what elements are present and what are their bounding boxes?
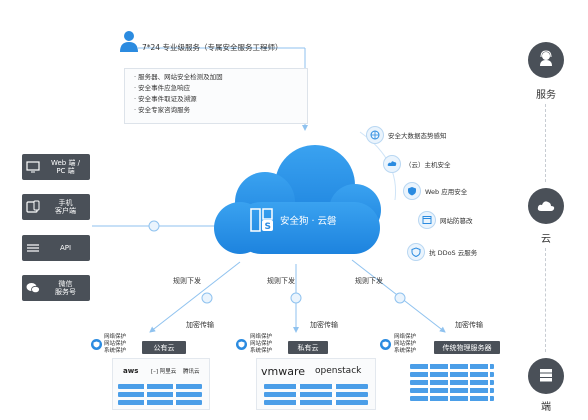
- server-row: [118, 384, 202, 389]
- feature-item: 抗 DDoS 云服务: [407, 243, 477, 261]
- list-item: · 安全专家咨询服务: [134, 106, 191, 114]
- brand-logo-icon: S: [250, 208, 274, 236]
- openstack-logo: openstack: [315, 366, 362, 376]
- side-label-end: 端: [541, 402, 551, 413]
- protection-list: 网络保护 网站保护 系统保护: [104, 334, 127, 354]
- service-list: · 服务器、网站安全检测及加固 · 安全事件应急响应 · 安全事件取证及溯源 ·…: [124, 68, 308, 124]
- phone-icon: [22, 200, 44, 214]
- divider: [545, 248, 547, 352]
- feature-item: （云）主机安全: [383, 155, 451, 173]
- vmware-logo: vmware: [261, 365, 306, 378]
- client-api: API: [22, 235, 90, 261]
- ddos-shield-icon: [407, 243, 425, 261]
- client-mobile: 手机 客户端: [22, 194, 90, 220]
- deploy-tag-private-cloud: 私有云: [288, 341, 328, 354]
- server-row: [264, 384, 368, 389]
- arrow-label: 加密传输: [455, 321, 483, 329]
- server-row: [264, 392, 368, 397]
- browser-lock-icon: [418, 211, 436, 229]
- client-web-pc: Web 端 / PC 端: [22, 154, 90, 180]
- web-shield-icon: [403, 182, 421, 200]
- server-row: [118, 392, 202, 397]
- cloud-icon: [537, 197, 555, 216]
- server-icon: [539, 367, 553, 386]
- divider: [545, 104, 547, 182]
- aws-logo: aws: [123, 367, 139, 375]
- arrow-label: 规则下发: [173, 277, 201, 285]
- protection-shield-icon: [236, 339, 247, 350]
- arrow-label: 规则下发: [267, 277, 295, 285]
- server-rack: [404, 360, 500, 408]
- wechat-icon: [22, 282, 44, 294]
- feature-item: Web 应用安全: [403, 182, 467, 200]
- central-cloud: [214, 145, 381, 254]
- server-row: [410, 380, 494, 385]
- globe-icon: [366, 126, 384, 144]
- arrow-label: 加密传输: [310, 321, 338, 329]
- protection-shield-icon: [380, 339, 391, 350]
- engineer-avatar-icon: [120, 30, 138, 56]
- cloud-circle: [528, 188, 564, 224]
- svg-text:S: S: [265, 222, 271, 232]
- deploy-tag-physical-servers: 传统物理服务器: [434, 341, 500, 354]
- service-title: 7*24 专业级服务（专属安全服务工程师）: [142, 43, 283, 52]
- server-row: [410, 372, 494, 377]
- cloud-shield-icon: [383, 155, 401, 173]
- tencent-cloud-logo: 腾讯云: [183, 369, 200, 375]
- side-label-service: 服务: [536, 90, 556, 101]
- arrow-label: 规则下发: [355, 277, 383, 285]
- protection-shield-icon: [91, 339, 102, 350]
- aliyun-logo: [–] 阿里云: [151, 369, 177, 375]
- deploy-tag-public-cloud: 公有云: [142, 341, 186, 354]
- list-item: · 服务器、网站安全检测及加固: [134, 73, 223, 81]
- protection-list: 网络保护 网站保护 系统保护: [250, 334, 273, 354]
- feature-item: 安全大数据态势感知: [366, 126, 447, 144]
- feature-item: 网站防篡改: [418, 211, 473, 229]
- service-circle: [528, 42, 564, 78]
- api-icon: [22, 243, 44, 253]
- list-item: · 安全事件应急响应: [134, 84, 191, 92]
- headset-user-icon: [538, 50, 554, 70]
- protection-list: 网络保护 网站保护 系统保护: [394, 334, 417, 354]
- client-wechat: 微信 服务号: [22, 275, 90, 301]
- server-row: [410, 364, 494, 369]
- server-row: [118, 400, 202, 405]
- brand-name: 安全狗 · 云磐: [280, 216, 337, 227]
- monitor-icon: [22, 161, 44, 173]
- arrow-label: 加密传输: [186, 321, 214, 329]
- list-item: · 安全事件取证及溯源: [134, 95, 197, 103]
- server-row: [410, 396, 494, 401]
- server-row: [410, 388, 494, 393]
- server-row: [264, 400, 368, 405]
- end-circle: [528, 358, 564, 394]
- side-label-cloud: 云: [541, 234, 551, 245]
